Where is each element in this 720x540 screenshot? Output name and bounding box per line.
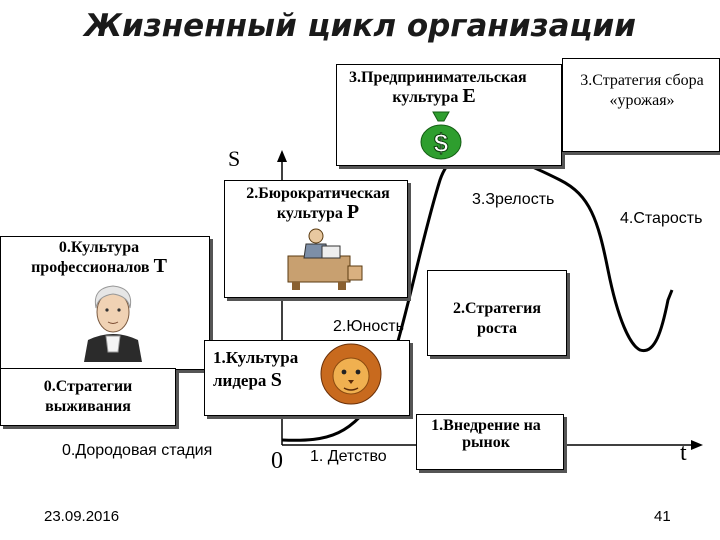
entrepreneurial-culture-label: 3.Предпринимательская культура [349,69,527,106]
stage-maturity: 3.Зрелость [472,191,555,208]
professional-culture-label: 0.Культура профессионалов [31,239,150,276]
stage-childhood: 1. Детство [310,448,387,465]
money-bag-icon: $ [420,111,462,160]
lion-icon [320,343,382,405]
market-entry-box: 1.Внедрение на рынок [416,414,564,470]
origin-label: 0 [271,448,283,474]
portrait-icon [84,285,142,362]
dollar-sign: $ [434,128,449,158]
growth-strategy-label: 2.Стратегия роста [453,300,541,337]
bureaucratic-culture-label: 2.Бюрократическая культура [246,185,390,222]
x-axis-label: t [680,440,687,466]
growth-strategy-box: 2.Стратегия роста [427,270,567,356]
stage-old-age: 4.Старость [620,210,703,227]
y-axis-arrow [277,150,287,162]
stage-prenatal: 0.Дородовая стадия [62,442,213,459]
x-axis-arrow [691,440,703,450]
y-axis-label: S [228,146,241,171]
page-title: Жизненный цикл организации [84,8,636,44]
professional-culture-letter: T [153,255,167,277]
survival-strategy-box: 0.Стратегии выживания [0,368,176,426]
clerk-at-desk-icon [287,228,363,290]
footer-date: 23.09.2016 [44,508,120,525]
survival-strategy-label: 0.Стратегии выживания [43,378,133,415]
stage-youth: 2.Юность [333,318,404,335]
entrepreneurial-culture-letter: E [462,85,476,107]
harvest-strategy-box: 3.Стратегия сбора «урожая» [562,58,720,152]
harvest-strategy-label: 3.Стратегия сбора «урожая» [580,72,704,109]
bureaucratic-culture-letter: P [346,201,360,223]
page-number: 41 [654,508,671,525]
leader-culture-letter: S [270,369,282,391]
market-entry-label: 1.Внедрение на рынок [431,417,541,451]
leader-culture-label: 1.Культура лидера [213,348,299,390]
